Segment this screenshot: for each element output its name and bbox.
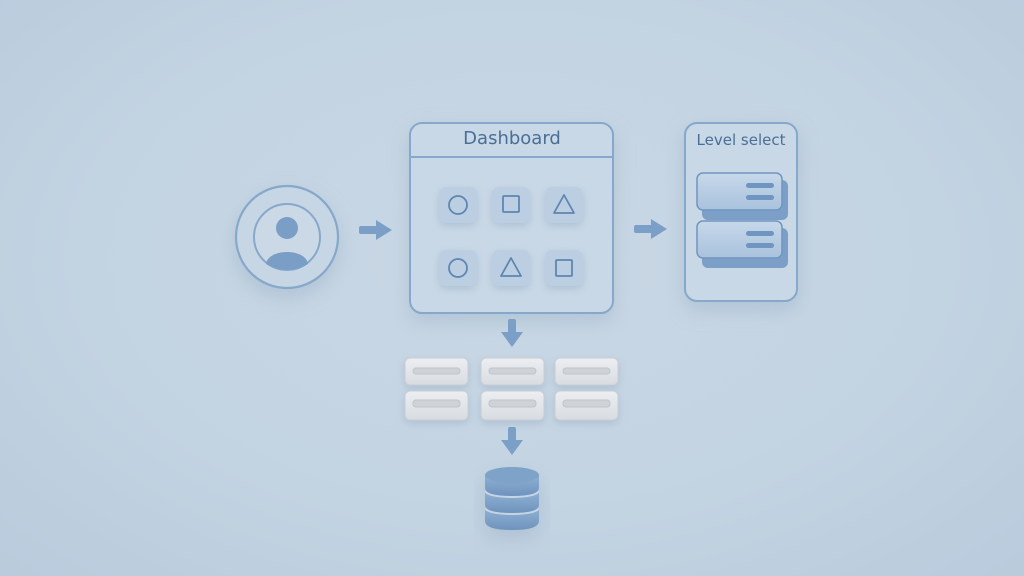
dashboard-tile-square-1 — [492, 187, 530, 223]
record-card — [554, 357, 619, 386]
arrow-down-1 — [501, 319, 523, 347]
circle-icon — [448, 258, 468, 278]
arrow-right-2 — [634, 219, 667, 239]
user-avatar-icon — [266, 217, 308, 270]
level-select-title: Level select — [696, 131, 786, 149]
arrow-right-1 — [359, 220, 392, 240]
record-grid — [404, 357, 619, 421]
record-card — [554, 390, 619, 421]
arrow-down-2 — [501, 427, 523, 455]
level-card-1 — [696, 172, 788, 220]
record-card — [404, 390, 469, 421]
record-card — [480, 390, 545, 421]
triangle-icon — [553, 194, 575, 214]
dashboard-tile-circle-1 — [439, 187, 477, 223]
triangle-icon — [500, 257, 522, 277]
dashboard-tile-triangle-1 — [545, 187, 583, 223]
record-card — [404, 357, 469, 386]
circle-icon — [448, 195, 468, 215]
dashboard-tile-triangle-2 — [492, 250, 530, 286]
dashboard-tile-square-2 — [545, 250, 583, 286]
level-card-2 — [696, 220, 788, 268]
database-icon — [485, 467, 539, 530]
square-icon — [555, 259, 573, 277]
record-card — [480, 357, 545, 386]
square-icon — [502, 195, 520, 213]
dashboard-title: Dashboard — [463, 128, 561, 149]
dashboard-tile-circle-2 — [439, 250, 477, 286]
